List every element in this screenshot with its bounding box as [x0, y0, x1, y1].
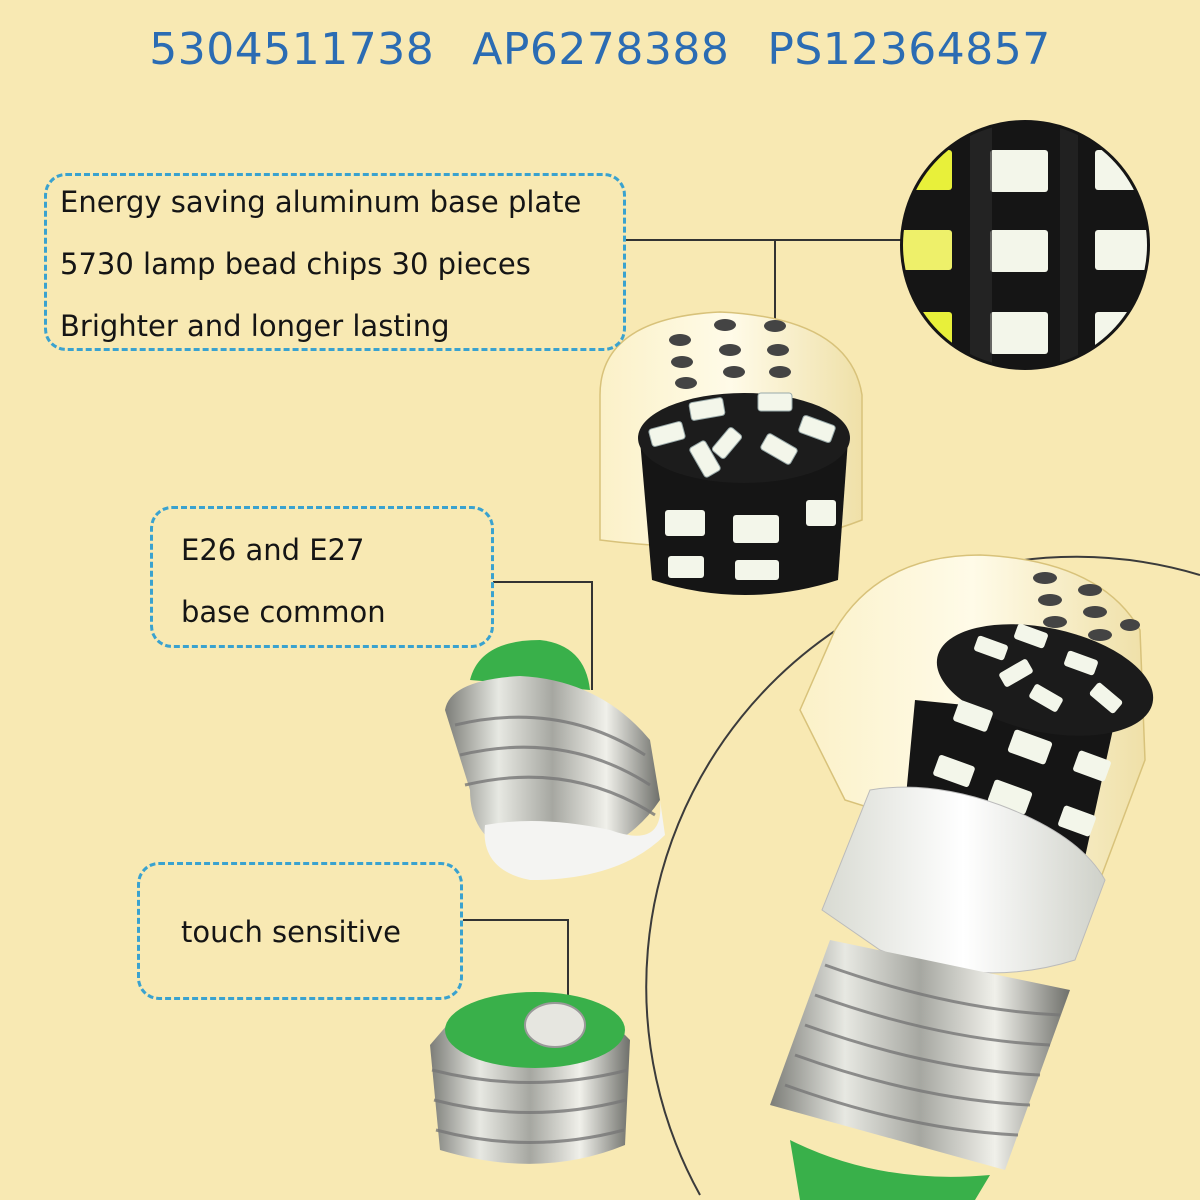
chip-closeup-icon	[900, 120, 1150, 370]
callout-line: Energy saving aluminum base plate	[60, 185, 582, 219]
features-callout: Energy saving aluminum base plate 5730 l…	[44, 173, 626, 351]
callout-line: E26 and E27	[181, 533, 365, 567]
bulb-top-closeup-icon	[599, 311, 863, 595]
part-numbers: 5304511738 AP6278388 PS12364857	[0, 24, 1200, 84]
callout-line: 5730 lamp bead chips 30 pieces	[60, 247, 531, 281]
touch-contact-icon	[430, 992, 630, 1164]
main-bulb-icon	[770, 554, 1154, 1200]
part-number: PS12364857	[767, 24, 1051, 75]
callout-line: base common	[181, 595, 386, 629]
highlight-arc	[645, 555, 1200, 1196]
touch-callout: touch sensitive	[137, 862, 463, 1000]
callout-line: touch sensitive	[181, 915, 401, 949]
screw-base-icon	[445, 640, 665, 880]
part-number: AP6278388	[472, 24, 730, 75]
part-number: 5304511738	[149, 24, 435, 75]
callout-line: Brighter and longer lasting	[60, 309, 450, 343]
base-callout: E26 and E27 base common	[150, 506, 494, 648]
